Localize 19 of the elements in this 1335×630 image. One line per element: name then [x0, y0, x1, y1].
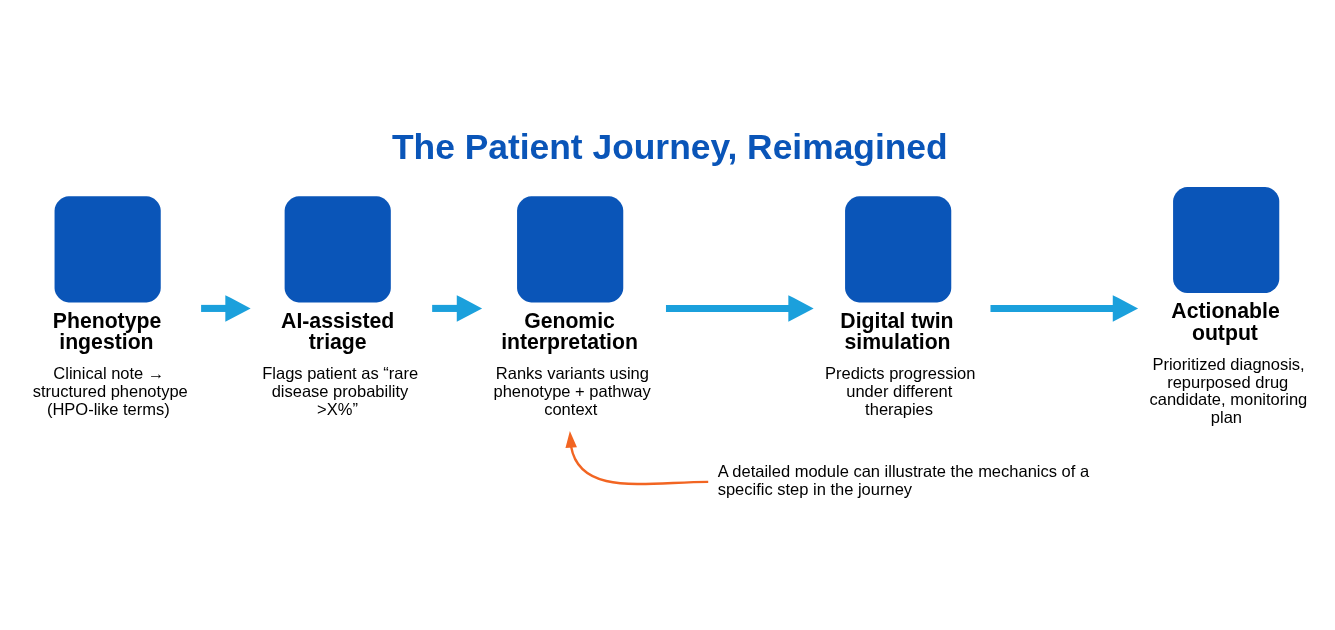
diagram-title: The Patient Journey, Reimagined [392, 126, 948, 166]
node-box [1173, 186, 1280, 293]
node-box [54, 195, 161, 302]
node-label: AI-assisted triage [281, 308, 395, 353]
node-label: Predicts progression under different therapies [825, 363, 976, 418]
node-label: Ranks variants using phenotype + pathway context [493, 363, 651, 418]
node-box [284, 195, 391, 302]
node-label: Clinical note → structured phenotype (HPO-like terms) [32, 363, 188, 418]
node-label: Prioritized diagnosis, repurposed drug candidate, monitoring plan [1149, 354, 1308, 426]
node-label: Genomic interpretation [501, 308, 638, 353]
node-label: Phenotype ingestion [52, 308, 162, 353]
arrow [565, 430, 709, 485]
node-box [517, 195, 624, 302]
node-box [845, 195, 952, 302]
node-text: A detailed module can illustrate the mechanics of a specific step in the journey [717, 461, 1090, 498]
node-label: Actionable output [1171, 298, 1280, 344]
node-label: Digital twin simulation [840, 308, 954, 353]
node-label: Flags patient as “rare disease probability >X%” [262, 363, 419, 418]
arrow [665, 294, 814, 322]
